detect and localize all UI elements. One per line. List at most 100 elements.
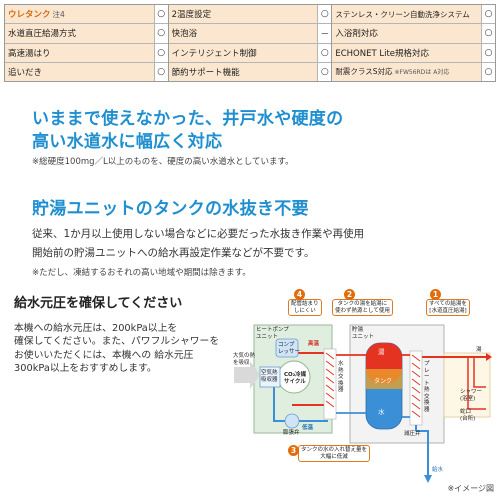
feature-label: 耐震クラスS対応 — [335, 67, 393, 77]
phx-stripes — [411, 354, 421, 418]
co2-cycle-label: CO₂冷媒サイクル — [284, 372, 307, 385]
section1-note: ※総硬度100mg／L以上のものを、硬度の高い水道水としています。 — [32, 157, 294, 167]
hx-stripes — [325, 352, 335, 408]
callout-3: タンクの水の入れ替え量を大幅に低減 — [298, 445, 371, 462]
hot-out-label: 湯 — [476, 347, 482, 353]
plate-hx-label: プレート熱交換器 — [424, 361, 430, 413]
section2-note: ※ただし、凍結するおそれの高い地域や期間は除きます。 — [32, 268, 251, 278]
feature-label: ECHONET Lite規格対応 — [332, 43, 482, 62]
feature-mark: ○ — [153, 62, 168, 81]
cold-refrigerant-line — [273, 377, 328, 422]
system-diagram: ヒートポンプユニット コンプレッサー 空気熱吸収器 CO₂冷媒サイクル 膨張弁 … — [232, 285, 494, 485]
tank-mid-area — [366, 369, 402, 389]
feature-column-2: 2温度設定 ○ 快泡浴 － インテリジェント制御 ○ 節約サポート機能 ○ — [167, 5, 332, 81]
system-diagram-graphic — [234, 324, 492, 483]
image-note: ※イメージ図 — [447, 484, 494, 493]
feature-label: 快泡浴 — [168, 24, 318, 43]
feature-column-3: ステンレス・クリーン自動洗浄システム ○ 入浴剤対応 ○ ECHONET Lit… — [331, 5, 496, 81]
feature-label: 入浴剤対応 — [332, 24, 482, 43]
water-heat-exchanger — [323, 348, 337, 420]
feature-row: ステンレス・クリーン自動洗浄システム ○ — [332, 5, 496, 24]
feature-table: ウレタンク 注4 ○ 水道直圧給湯方式 ○ 高速湯はり ○ 追いだき ○ 2温度… — [4, 4, 496, 82]
pressure-title: 給水元圧を確保してください — [14, 296, 183, 311]
pressure-line: 300kPa以上をおすすめします。 — [14, 363, 157, 375]
faucet-pipe — [467, 357, 486, 410]
feature-mark: － — [317, 24, 332, 43]
expansion-label: 膨張弁 — [283, 430, 300, 436]
feature-row: 快泡浴 － — [168, 23, 332, 43]
section2-body-line1: 従来、1か月以上使用しない場合などに必要だった水抜き作業や再使用 — [32, 228, 365, 240]
outlet-area — [443, 352, 491, 418]
callout-2: タンクの湯を給湯に使わず熱源として使用 — [332, 299, 393, 316]
section2-body-line2: 開始前の貯湯ユニットへの給水再設定作業などが不要です。 — [32, 247, 315, 259]
pressure-line: 確保してください。また、パワフルシャワーを — [14, 336, 220, 348]
feature-mark: ○ — [153, 24, 168, 43]
compressor-box — [275, 338, 299, 358]
badge-2: 2 — [344, 289, 355, 300]
tank-hot-label: 湯 — [378, 348, 385, 356]
badge-1: 1 — [430, 289, 441, 300]
tank-unit-label: 貯湯ユニット — [352, 327, 375, 340]
hot-arrow — [486, 353, 492, 361]
feature-row: 2温度設定 ○ — [168, 5, 332, 24]
feature-note: 注4 — [52, 9, 65, 19]
shower-pipe — [473, 357, 486, 388]
tank-label: タンク — [374, 378, 393, 385]
feature-mark: ○ — [481, 5, 496, 24]
shower-label: シャワー(浴室) — [460, 389, 483, 402]
feature-label: 高速湯はり — [5, 43, 154, 62]
pressure-line: 本機への給水元圧は、200kPa以上を — [14, 323, 178, 334]
feature-mark: ○ — [481, 62, 496, 81]
section1-heading-line2: 高い水道水に幅広く対応 — [32, 132, 223, 152]
section1-heading-line1: いままで使えなかった、井戸水や硬度の — [32, 109, 344, 129]
compressor-label: コンプレッサー — [278, 342, 301, 355]
feature-row: 高速湯はり ○ — [5, 42, 168, 62]
pressure-line: お使いいただくには、本機への 給水元圧 — [14, 349, 194, 361]
feature-label: 2温度設定 — [168, 5, 318, 24]
feature-mark: ○ — [317, 43, 332, 62]
callout-1: すべての給湯を[水道直圧給湯] — [426, 299, 470, 316]
feature-mark: ○ — [481, 24, 496, 43]
feature-mark: ○ — [481, 43, 496, 62]
feature-mark: ○ — [153, 43, 168, 62]
feature-label: ステンレス・クリーン自動洗浄システム — [332, 5, 482, 24]
air-in-label: 大気の熱を吸収 — [233, 353, 256, 366]
feature-row: ウレタンク 注4 ○ — [5, 5, 168, 24]
evaporator-label: 空気熱吸収器 — [261, 370, 278, 383]
feature-row: 水道直圧給湯方式 ○ — [5, 23, 168, 43]
hx1-label: 水熱交換器 — [338, 361, 344, 393]
expansion-valve — [284, 413, 300, 429]
feature-label: 水道直圧給湯方式 — [5, 24, 154, 43]
feature-brand-label: ウレタンク — [8, 10, 51, 21]
feature-row: ECHONET Lite規格対応 ○ — [332, 42, 496, 62]
low-label: 低温 — [302, 425, 314, 431]
supply-arrow — [424, 475, 432, 483]
badge-4: 4 — [294, 289, 305, 300]
supply-pipe — [416, 430, 429, 481]
badge-3: 3 — [288, 445, 299, 456]
heatpump-unit-label: ヒートポンプユニット — [256, 327, 289, 340]
pressure-text: 本機への給水元圧は、200kPa以上を 確保してください。また、パワフルシャワー… — [14, 322, 236, 376]
callout-4: 配管詰まりしにくい — [288, 299, 322, 316]
evaporator-box — [259, 366, 281, 388]
feature-mark: ○ — [317, 5, 332, 24]
feature-mark: ○ — [317, 62, 332, 81]
feature-row: 節約サポート機能 ○ — [168, 61, 332, 81]
feature-row: 入浴剤対応 ○ — [332, 23, 496, 43]
hot-label: 高温 — [308, 341, 320, 347]
feature-label: インテリジェント制御 — [168, 43, 318, 62]
feature-mark: ○ — [153, 5, 168, 24]
feature-note: ※FW56RDは A対応 — [394, 69, 450, 77]
supply-label: 給水 — [432, 467, 444, 473]
tank-water-label: 水 — [378, 408, 385, 416]
feature-row: インテリジェント制御 ○ — [168, 42, 332, 62]
feature-row: 耐震クラスS対応 ※FW56RDは A対応 ○ — [332, 61, 496, 81]
air-inlet-arrow — [234, 361, 260, 389]
faucet-label: 蛇口(台所) — [460, 409, 476, 422]
feature-label: 節約サポート機能 — [168, 62, 318, 81]
feature-label: 追いだき — [5, 62, 154, 81]
feature-column-1: ウレタンク 注4 ○ 水道直圧給湯方式 ○ 高速湯はり ○ 追いだき ○ — [5, 5, 168, 81]
feature-row: 追いだき ○ — [5, 61, 168, 81]
pressure-valve-label: 減圧弁 — [404, 431, 421, 437]
section2-heading: 貯湯ユニットのタンクの水抜き不要 — [32, 199, 309, 219]
